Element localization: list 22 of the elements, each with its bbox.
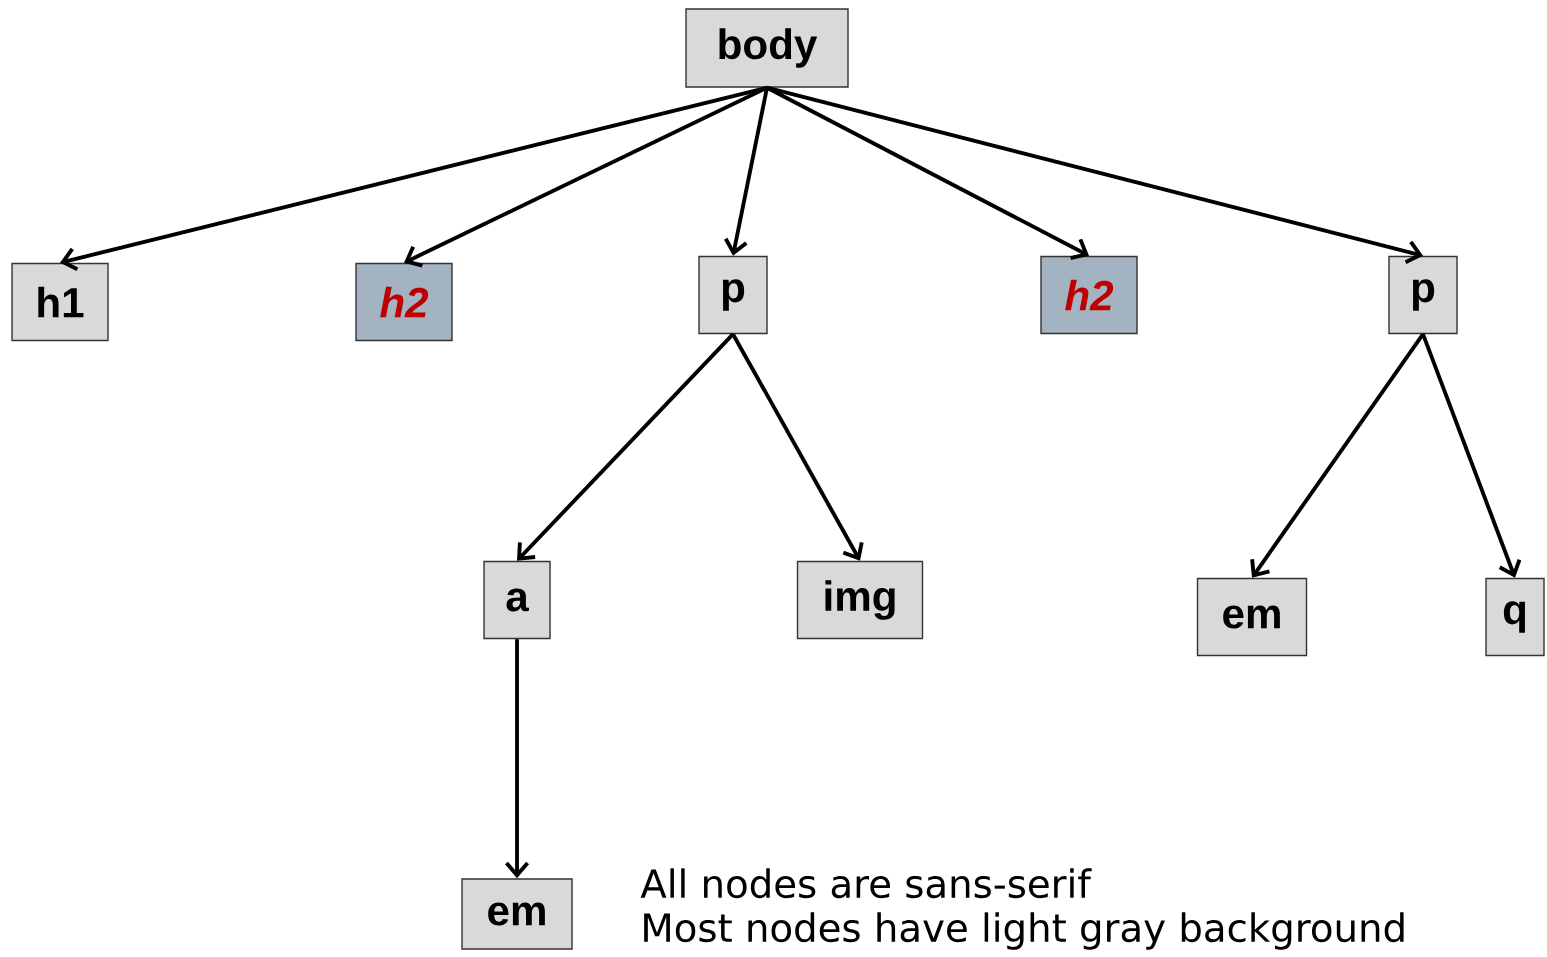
node-box: em bbox=[1196, 577, 1308, 657]
arrow bbox=[505, 639, 529, 879]
node-box: p bbox=[1388, 255, 1458, 335]
node-box: h1 bbox=[11, 262, 109, 342]
arrow bbox=[731, 333, 864, 561]
arrow bbox=[517, 332, 735, 561]
node-box: q bbox=[1485, 577, 1545, 657]
highlighted-node-box: h2 bbox=[1040, 255, 1138, 335]
arrow bbox=[60, 85, 768, 272]
arrow bbox=[766, 85, 1423, 264]
node-box: img bbox=[796, 560, 924, 640]
node-box: body bbox=[685, 8, 849, 88]
arrow bbox=[404, 85, 768, 268]
note-text: All nodes are sans-serif bbox=[640, 868, 1092, 899]
arrow bbox=[724, 87, 769, 256]
arrow bbox=[1250, 333, 1425, 578]
node-box: em bbox=[461, 878, 573, 950]
arrow bbox=[1421, 333, 1522, 578]
note-text: Most nodes have light gray background bbox=[644, 912, 1404, 950]
node-box: a bbox=[483, 560, 551, 640]
node-box: p bbox=[698, 255, 768, 335]
highlighted-node-box: h2 bbox=[355, 262, 453, 342]
